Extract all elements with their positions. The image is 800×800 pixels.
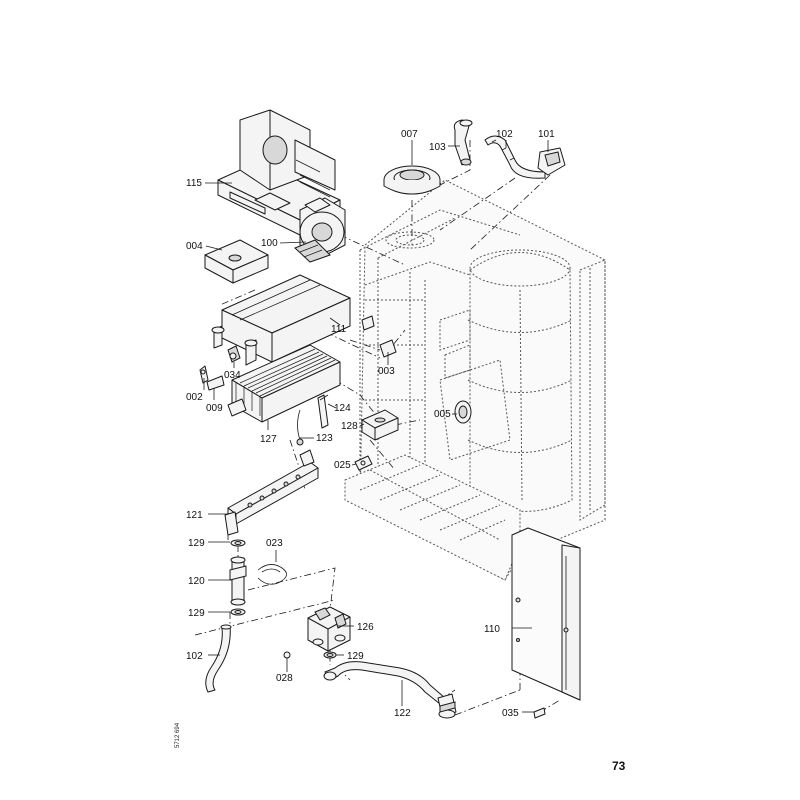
- part-129-ring-upper: [230, 539, 246, 547]
- part-111-heat-exchanger: [211, 274, 351, 366]
- part-123-ignition-lead: [296, 409, 304, 446]
- callout-003: 003: [378, 366, 395, 377]
- callout-028: 028: [276, 673, 293, 684]
- part-122-water-pipe: [323, 661, 457, 719]
- part-128-block: [361, 409, 399, 441]
- part-110-front-panel: [511, 527, 581, 701]
- part-005-inspection-window: [454, 400, 472, 424]
- callout-124: 124: [334, 403, 351, 414]
- callout-leaders: [203, 140, 549, 713]
- callout-102-top: 102: [496, 129, 513, 140]
- part-100-fan: [294, 197, 346, 263]
- callout-123: 123: [316, 433, 333, 444]
- part-129-ring-valve: [323, 651, 337, 659]
- part-023-clip: [257, 564, 287, 585]
- callout-129-valve: 129: [347, 651, 364, 662]
- part-127-burner: [227, 344, 341, 423]
- callout-110: 110: [484, 624, 500, 635]
- page-number: 73: [612, 759, 626, 773]
- part-003-gasket: [361, 315, 397, 358]
- part-103-elbow-pipe: [453, 119, 473, 166]
- callout-127: 127: [260, 434, 277, 445]
- part-025-bracket: [354, 455, 373, 471]
- callout-129-lower: 129: [188, 608, 205, 619]
- callout-009: 009: [206, 403, 223, 414]
- part-034-fitting: [227, 345, 241, 363]
- document-number: 5712 694: [175, 722, 181, 748]
- part-009-clip: [206, 375, 225, 391]
- callout-005: 005: [434, 409, 451, 420]
- callout-034: 034: [224, 370, 241, 381]
- ghost-boiler-housing: [344, 179, 606, 581]
- callout-111: 111: [331, 324, 347, 335]
- part-035-screw: [533, 707, 546, 719]
- callout-115: 115: [186, 178, 202, 189]
- callout-023: 023: [266, 538, 283, 549]
- part-124-electrode: [317, 394, 329, 429]
- part-121-gas-manifold: [224, 449, 319, 536]
- callout-035: 035: [502, 708, 519, 719]
- callout-101: 101: [538, 129, 555, 140]
- callout-129-upper: 129: [188, 538, 205, 549]
- part-102-flexible-hose: [205, 624, 232, 693]
- part-126-gas-valve: [307, 606, 351, 652]
- part-028-screw: [283, 651, 291, 664]
- callout-100: 100: [261, 238, 278, 249]
- callout-002: 002: [186, 392, 203, 403]
- callout-007: 007: [401, 129, 418, 140]
- callout-120: 120: [188, 576, 205, 587]
- callout-103: 103: [429, 142, 446, 153]
- callout-102-hose: 102: [186, 651, 203, 662]
- part-101-connector: [537, 147, 566, 176]
- callout-025: 025: [334, 460, 351, 471]
- part-002-sensor: [199, 365, 209, 384]
- part-120-gas-pipe: [229, 556, 247, 606]
- part-007-flue-ring: [383, 165, 441, 195]
- callout-121: 121: [186, 510, 203, 521]
- part-004-bracket: [204, 239, 269, 284]
- callout-126: 126: [357, 622, 374, 633]
- callout-122: 122: [394, 708, 411, 719]
- callout-128: 128: [341, 421, 358, 432]
- callout-labels: 007 103 102 101 115 004 100 111 034 003 …: [186, 129, 555, 719]
- callout-004: 004: [186, 241, 203, 252]
- part-102-cable-top: [484, 135, 546, 179]
- part-129-ring-lower: [230, 608, 246, 616]
